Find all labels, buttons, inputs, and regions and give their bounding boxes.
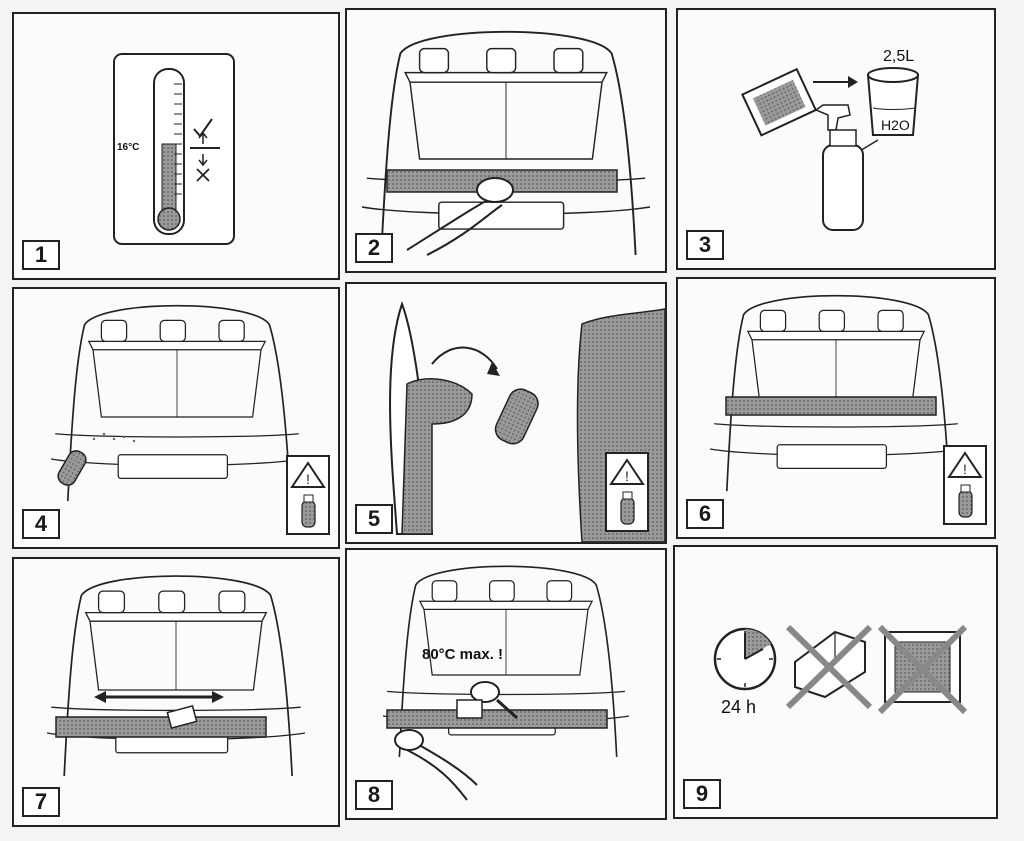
svg-text:!: ! [306, 471, 310, 487]
step-5-panel: ! 5 [345, 282, 667, 544]
temperature-label: 16°C [117, 142, 140, 153]
step-number: 5 [355, 504, 393, 534]
squeegee-illustration [45, 575, 307, 776]
warning-spray-icon: ! [286, 455, 330, 535]
step-1-panel: 16°C 1 [12, 12, 340, 280]
step-number: 1 [22, 240, 60, 270]
liquid-label: H2O [881, 117, 910, 133]
step-9-panel: 24 h 9 [673, 545, 998, 819]
mix-solution-illustration [741, 67, 920, 231]
step-8-panel: 80°C max. ! 8 [345, 548, 667, 820]
spray-bottle-icon [494, 388, 539, 445]
step-3-panel: 2,5L H2O 3 [676, 8, 996, 270]
thermometer-illustration [113, 53, 235, 245]
volume-label: 2,5L [883, 48, 915, 65]
car-trunk-clean-illustration [360, 30, 652, 256]
step-4-panel: ! 4 [12, 287, 340, 549]
step-7-panel: 7 [12, 557, 340, 827]
step-number: 8 [355, 780, 393, 810]
step-6-panel: ! 6 [676, 277, 996, 539]
heat-limit-label: 80°C max. ! [422, 646, 504, 663]
no-wash-station-icon [877, 624, 968, 715]
step-2-panel: 2 [345, 8, 667, 273]
step-number: 2 [355, 233, 393, 263]
heat-gun-illustration [381, 565, 631, 801]
duration-label: 24 h [721, 697, 757, 717]
wait-illustration [713, 624, 968, 715]
step-number: 3 [686, 230, 724, 260]
svg-text:!: ! [625, 468, 629, 484]
step-number: 6 [686, 499, 724, 529]
clock-icon [713, 627, 777, 691]
svg-text:!: ! [963, 461, 967, 477]
warning-spray-icon: ! [605, 452, 649, 532]
cross-icon [196, 168, 210, 182]
apply-protector-illustration [708, 294, 964, 491]
spray-bumper-illustration [49, 304, 305, 501]
step-number: 7 [22, 787, 60, 817]
step-number: 4 [22, 509, 60, 539]
no-car-wash-icon [785, 624, 873, 710]
warning-spray-icon: ! [943, 445, 987, 525]
step-number: 9 [683, 779, 721, 809]
